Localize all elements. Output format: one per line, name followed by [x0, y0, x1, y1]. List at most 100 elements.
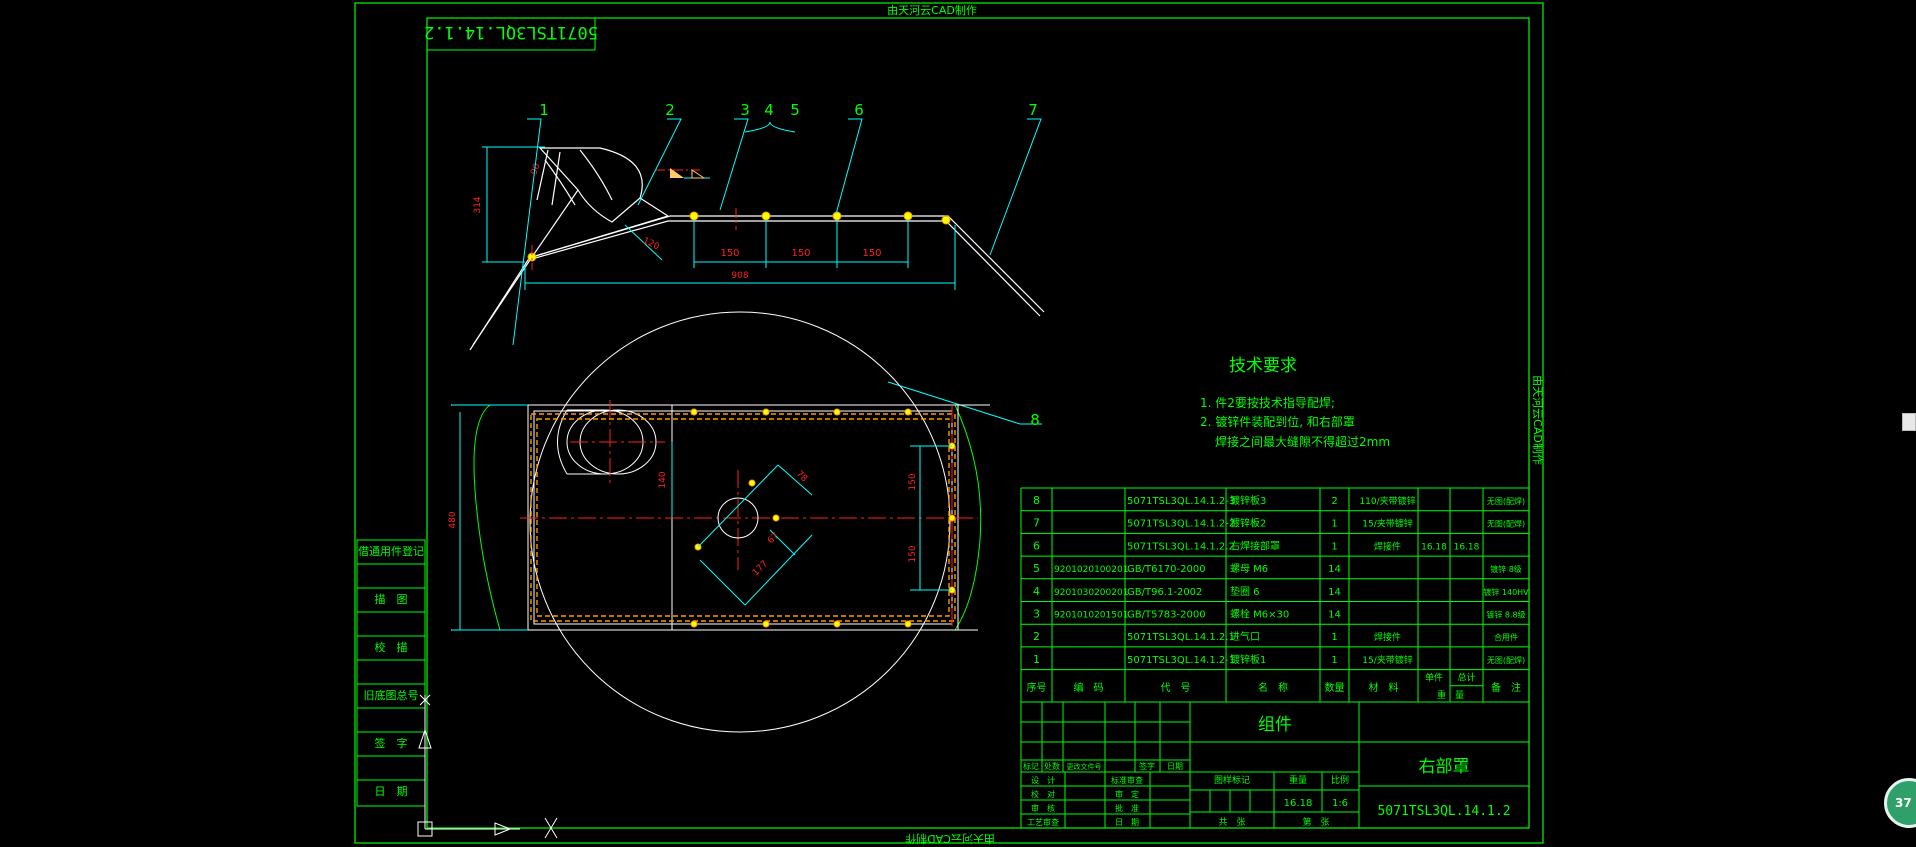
tech-req-line-3: 焊接之间最大缝隙不得超过2mm — [1215, 434, 1390, 449]
left-block-2: 描 图 — [375, 592, 408, 606]
bom-row-code: 9201020100201 — [1054, 565, 1128, 575]
technical-requirements: 技术要求 1. 件2要按技术指导配焊; 2. 镀锌件装配到位, 和右部罩 焊接之… — [1200, 356, 1390, 449]
callout-3: 3 — [740, 101, 750, 119]
bom-row-name: 镀锌板2 — [1230, 517, 1266, 530]
bom-header-qty: 数量 — [1325, 681, 1345, 694]
rev-header-3: 更改文件号 — [1067, 762, 1102, 771]
dim-480: 480 — [448, 511, 458, 528]
watermark-top: 由天河云CAD制作 — [887, 3, 977, 17]
elevation-bolts — [527, 211, 951, 262]
bom-header-weight: 重 量 — [1437, 689, 1464, 701]
bom-row-name: 右焊接部罩 — [1230, 539, 1280, 552]
left-block-1: 借通用件登记 — [358, 544, 424, 558]
bom-row-code: 9201030200201 — [1054, 588, 1128, 598]
sign-row-3-a: 审 核 — [1031, 803, 1055, 813]
bom-row-no: 4 — [1033, 585, 1040, 598]
bom-row-name: 螺母 M6 — [1230, 563, 1268, 575]
dim-150-plan-b: 150 — [908, 545, 918, 562]
dim-90: 90 — [529, 162, 542, 176]
callout-2: 2 — [665, 101, 675, 119]
dim-908: 908 — [731, 271, 748, 281]
bom-row-material: 110/夹带镀锌 — [1359, 495, 1415, 507]
drawing-frame — [354, 2, 1544, 844]
sign-row-2-b: 审 定 — [1115, 789, 1139, 799]
bom-row-ref: GB/T5783-2000 — [1127, 610, 1206, 621]
bom-row-no: 8 — [1033, 494, 1040, 507]
bom-row-note: 无图(配焊) — [1487, 519, 1525, 529]
status-badge[interactable]: 37 — [1884, 778, 1916, 828]
rev-header-4: 签字 — [1139, 761, 1155, 771]
bom-row-note: 镀锌 8.8级 — [1486, 610, 1525, 620]
rev-header-1: 标记 — [1023, 761, 1039, 771]
sheet-total: 共 张 — [1218, 817, 1245, 828]
plan-bolts — [690, 408, 956, 628]
bom-row-name: 镀锌板1 — [1230, 653, 1266, 666]
weight-label: 重量 — [1289, 774, 1307, 786]
dim-78: 78 — [794, 469, 809, 484]
tech-req-line-2: 2. 镀锌件装配到位, 和右部罩 — [1200, 414, 1355, 429]
sign-row-1-b: 标准审查 — [1111, 775, 1143, 785]
assembly-label: 组件 — [1258, 715, 1292, 735]
plan-view: 480 140 150 150 78 67 177 — [448, 311, 990, 733]
dim-177: 177 — [751, 559, 770, 578]
bom-row-weight-single: 16.18 — [1421, 542, 1447, 552]
bom-row-qty: 14 — [1328, 564, 1341, 575]
bom-header-code: 编 码 — [1074, 681, 1104, 694]
left-block-3: 校 描 — [375, 640, 408, 654]
bom-row-material: 焊接件 — [1374, 631, 1401, 643]
left-block-5: 签 字 — [375, 736, 408, 750]
bom-row-name: 镀锌板3 — [1230, 494, 1266, 507]
dim-150-c: 150 — [862, 248, 881, 259]
scale-label: 比例 — [1331, 774, 1349, 786]
tech-req-title: 技术要求 — [1229, 356, 1297, 376]
bom-row-qty: 1 — [1331, 541, 1337, 552]
bom-row-material: 焊接件 — [1374, 540, 1401, 552]
left-block-6: 日 期 — [375, 785, 408, 798]
scale-value: 1:6 — [1332, 798, 1348, 809]
bom-row-no: 5 — [1033, 562, 1040, 575]
drawing-number-mirror: 5071TSL3QL.14.1.2 — [424, 22, 598, 42]
bom-row-ref: 5071TSL3QL.14.1.2-2 — [1127, 519, 1235, 530]
bom-row-name: 垫圈 6 — [1230, 585, 1260, 598]
bom-row-note: 合用件 — [1494, 632, 1518, 642]
rev-header-2: 处数 — [1044, 761, 1060, 771]
sign-row-2-a: 校 对 — [1031, 789, 1055, 799]
elevation-view: 908 150 150 150 120 314 90 1 2 3 4 5 6 7… — [469, 101, 1045, 429]
bom-row-ref: 5071TSL3QL.14.1.2.2 — [1127, 541, 1235, 552]
callout-7: 7 — [1028, 101, 1038, 119]
callout-6: 6 — [854, 101, 864, 119]
bom-row-qty: 2 — [1331, 496, 1337, 507]
sheet-number: 第 张 — [1302, 816, 1329, 828]
drawing-number-stamp: 5071TSL3QL.14.1.2 — [424, 17, 598, 51]
dim-314: 314 — [473, 196, 483, 213]
part-name: 右部罩 — [1419, 757, 1470, 777]
bom-row-no: 7 — [1033, 517, 1040, 530]
left-register-block: 借通用件登记 描 图 校 描 旧底图总号 签 字 日 期 — [356, 539, 426, 807]
watermark-side: 由天河云CAD制作 — [1531, 375, 1545, 465]
weight-value: 16.18 — [1284, 798, 1313, 809]
dim-140: 140 — [658, 471, 668, 488]
bom-header-no: 序号 — [1027, 681, 1047, 694]
ucs-axis-icon — [417, 694, 558, 839]
bom-row-note: 无图(配焊) — [1487, 496, 1525, 506]
watermark-bottom: 由天河云CAD制作 — [905, 832, 995, 846]
sign-row-4-a: 工艺审查 — [1027, 817, 1059, 827]
dim-67: 67 — [766, 531, 781, 546]
bom-row-no: 2 — [1033, 630, 1040, 643]
bom-row-qty: 14 — [1328, 587, 1341, 598]
drawing-number: 5071TSL3QL.14.1.2 — [1377, 804, 1510, 819]
bom-row-code: 9201010201501 — [1054, 611, 1128, 621]
bom-row-name: 进气口 — [1230, 630, 1260, 643]
bom-row-no: 3 — [1033, 608, 1040, 621]
bom-row-ref: 5071TSL3QL.14.1.2.1 — [1127, 632, 1235, 643]
bom-row-material: 15/夹带镀锌 — [1362, 518, 1413, 530]
scrollbar-thumb[interactable] — [1902, 413, 1916, 431]
sign-row-3-b: 批 准 — [1115, 803, 1139, 813]
bom-row-name: 螺栓 M6×30 — [1230, 608, 1289, 621]
dim-150-b: 150 — [791, 248, 810, 259]
bom-header-weight-total: 总计 — [1457, 672, 1475, 684]
bom-row-material: 15/夹带镀锌 — [1362, 654, 1413, 666]
bom-row-note: 镀锌 8级 — [1490, 564, 1522, 574]
